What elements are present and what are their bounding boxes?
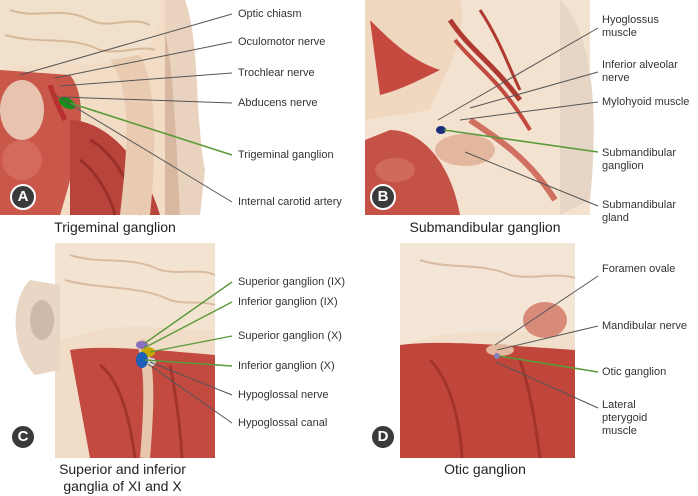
label-trochlear-nerve: Trochlear nerve — [238, 67, 315, 79]
label-trigeminal-ganglion: Trigeminal ganglion — [238, 149, 334, 161]
label-inferior-ganglion-x: Inferior ganglion (X) — [238, 360, 335, 372]
panel-c-illustration — [15, 243, 216, 459]
label-inferior-alveolar-nerve: Inferior alveolar nerve — [602, 59, 682, 85]
panel-b-badge: B — [370, 184, 396, 210]
label-hypoglossal-canal: Hypoglossal canal — [238, 417, 328, 429]
label-mylohyoid-muscle: Mylohyoid muscle — [602, 96, 690, 108]
label-superior-ganglion-ix: Superior ganglion (IX) — [238, 276, 346, 288]
panel-a-badge: A — [10, 184, 36, 210]
panel-d-leader-lines — [494, 275, 599, 409]
label-inferior-ganglion-ix: Inferior ganglion (IX) — [238, 296, 338, 308]
panel-d-illustration — [400, 243, 576, 459]
label-hypoglossal-nerve: Hypoglossal nerve — [238, 389, 329, 401]
panel-b-leader-lines — [437, 27, 599, 207]
label-submandibular-gland-text: Submandibular gland — [602, 199, 676, 224]
label-inferior-alveolar-nerve-text: Inferior alveolar nerve — [602, 59, 678, 84]
label-optic-chiasm: Optic chiasm — [238, 8, 302, 20]
panel-c-leader-lines — [143, 281, 233, 424]
label-submandibular-ganglion: Submandibular ganglion — [602, 147, 687, 173]
panel-d-badge: D — [370, 424, 396, 450]
panel-c-caption-line-2: ganglia of XI and X — [63, 478, 182, 494]
label-internal-carotid-artery: Internal carotid artery — [238, 196, 342, 208]
label-abducens-nerve: Abducens nerve — [238, 97, 318, 109]
label-lateral-pterygoid-muscle-text: Lateral pterygoid muscle — [602, 399, 648, 437]
label-hyoglossus-muscle-text: Hyoglossus muscle — [602, 14, 659, 39]
label-mandibular-nerve: Mandibular nerve — [602, 320, 687, 332]
panel-c-caption-line-1: Superior and inferior — [59, 461, 186, 477]
panel-a-illustration — [0, 0, 205, 216]
label-oculomotor-nerve: Oculomotor nerve — [238, 36, 326, 48]
panel-a-caption: Trigeminal ganglion — [54, 219, 176, 235]
label-submandibular-gland: Submandibular gland — [602, 199, 687, 225]
label-otic-ganglion: Otic ganglion — [602, 366, 667, 378]
label-hyoglossus-muscle: Hyoglossus muscle — [602, 14, 672, 40]
panel-d-caption: Otic ganglion — [444, 461, 526, 477]
label-lateral-pterygoid-muscle: Lateral pterygoid muscle — [602, 399, 677, 438]
panel-c-badge: C — [10, 424, 36, 450]
panel-c-caption: Superior and inferior ganglia of XI and … — [10, 461, 235, 495]
label-superior-ganglion-x: Superior ganglion (X) — [238, 330, 342, 342]
panel-a-leader-lines — [19, 13, 233, 203]
label-submandibular-ganglion-text: Submandibular ganglion — [602, 147, 676, 172]
label-foramen-ovale: Foramen ovale — [602, 263, 676, 275]
panel-b-caption: Submandibular ganglion — [409, 219, 561, 235]
